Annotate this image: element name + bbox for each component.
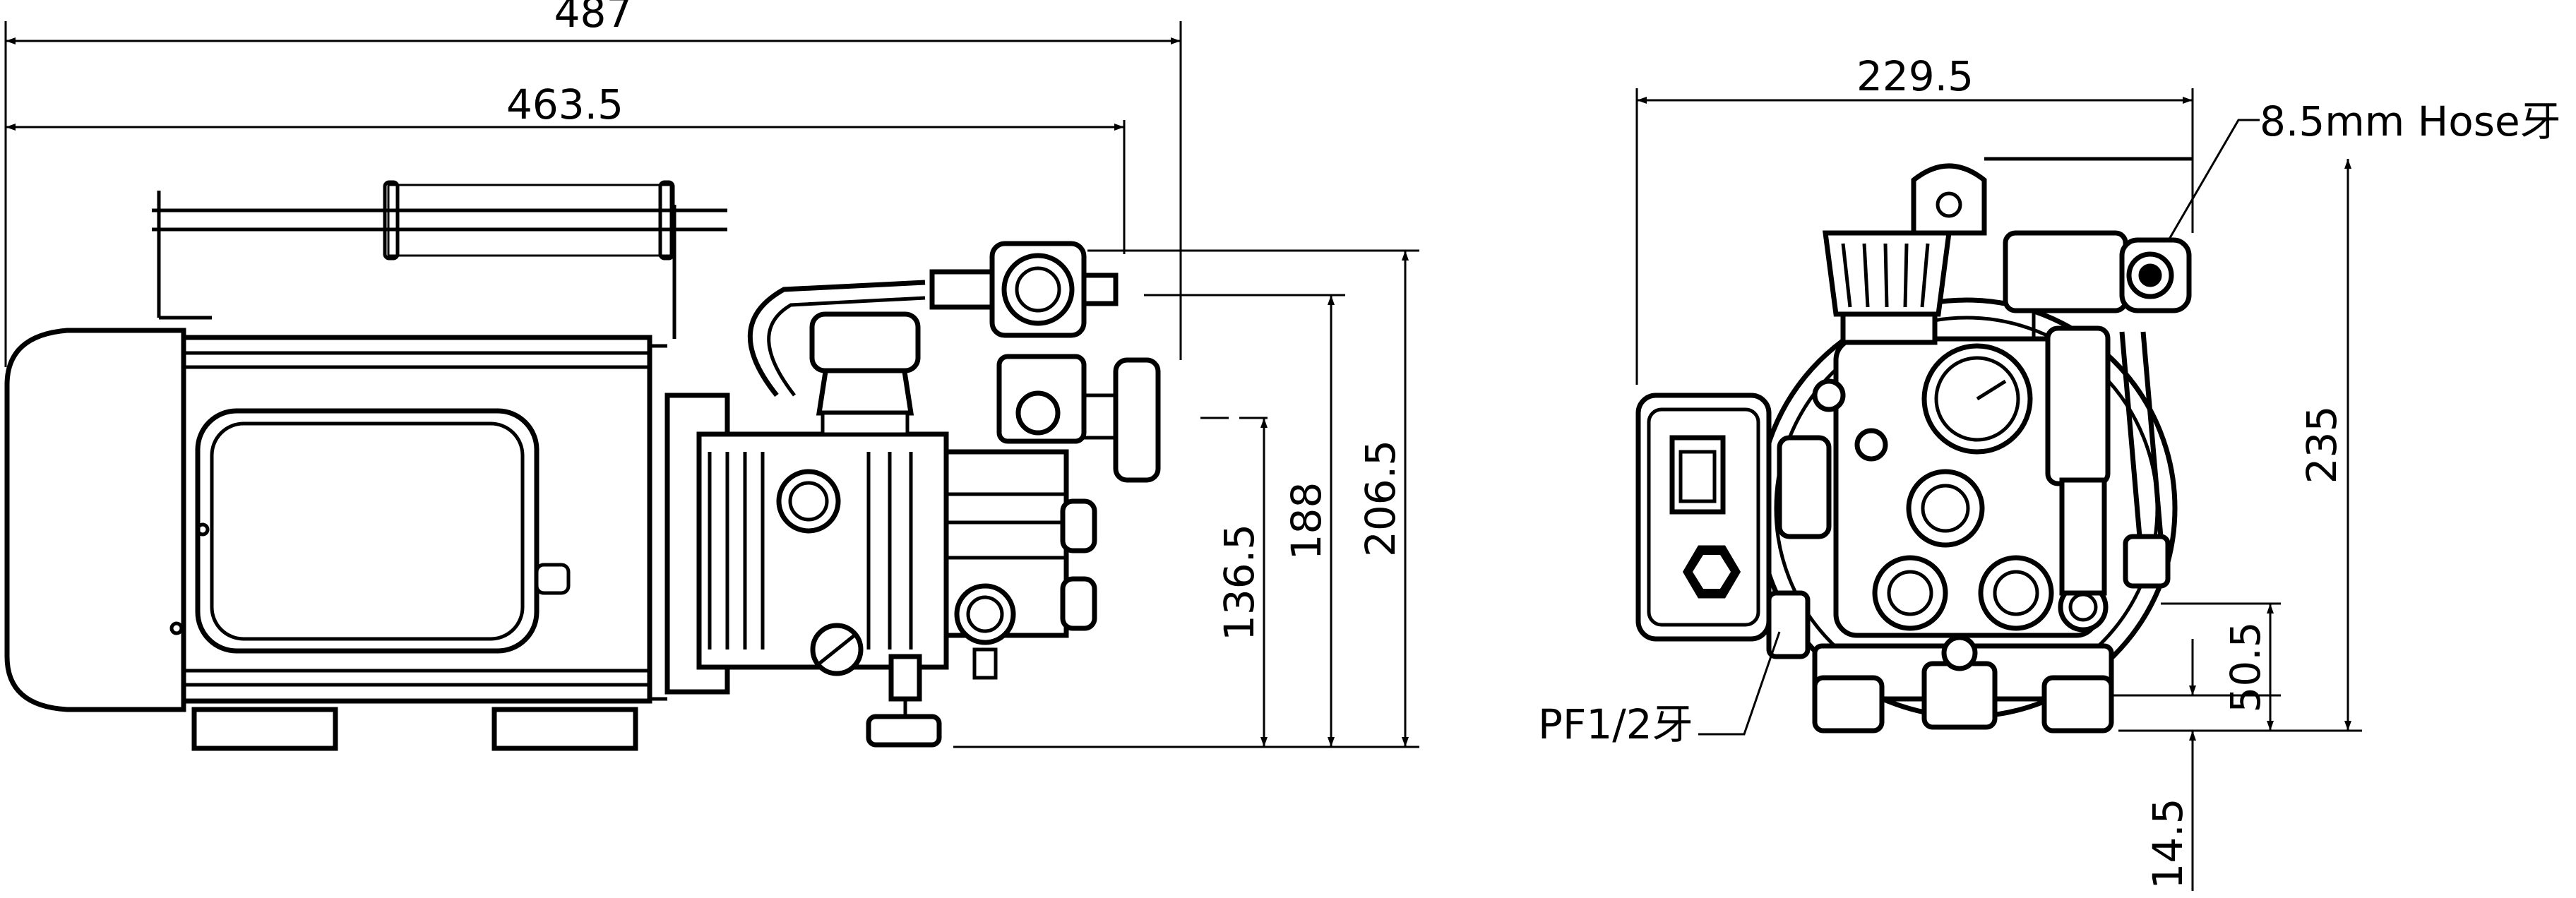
hose-callout: 8.5mm Hose牙 (2260, 97, 2561, 145)
dim-outlet-height: 136.5 (1215, 524, 1263, 641)
dim-front-height: 235 (2298, 406, 2346, 484)
dim-inlet-height: 188 (1282, 482, 1330, 561)
carry-handle (152, 180, 727, 339)
dim-overall-height: 206.5 (1356, 440, 1405, 557)
inlet-callout: PF1/2牙 (1538, 700, 1693, 748)
hose-leader (2149, 119, 2260, 273)
motor-body (4, 328, 667, 751)
dim-pump-length: 463.5 (506, 80, 624, 128)
pump-block (664, 241, 1161, 748)
dim-overall-width: 229.5 (1856, 52, 1974, 100)
inlet-leader (1698, 631, 1781, 736)
pump-front (1635, 157, 2193, 734)
dim-foot-height: 14.5 (2144, 798, 2192, 889)
dim-front-outlet-height: 50.5 (2222, 621, 2270, 712)
dim-overall-length: 487 (554, 0, 633, 37)
front-view: 229.5 8.5mm Hose牙 (1538, 52, 2561, 891)
side-view: 487 463.5 (4, 0, 1419, 751)
